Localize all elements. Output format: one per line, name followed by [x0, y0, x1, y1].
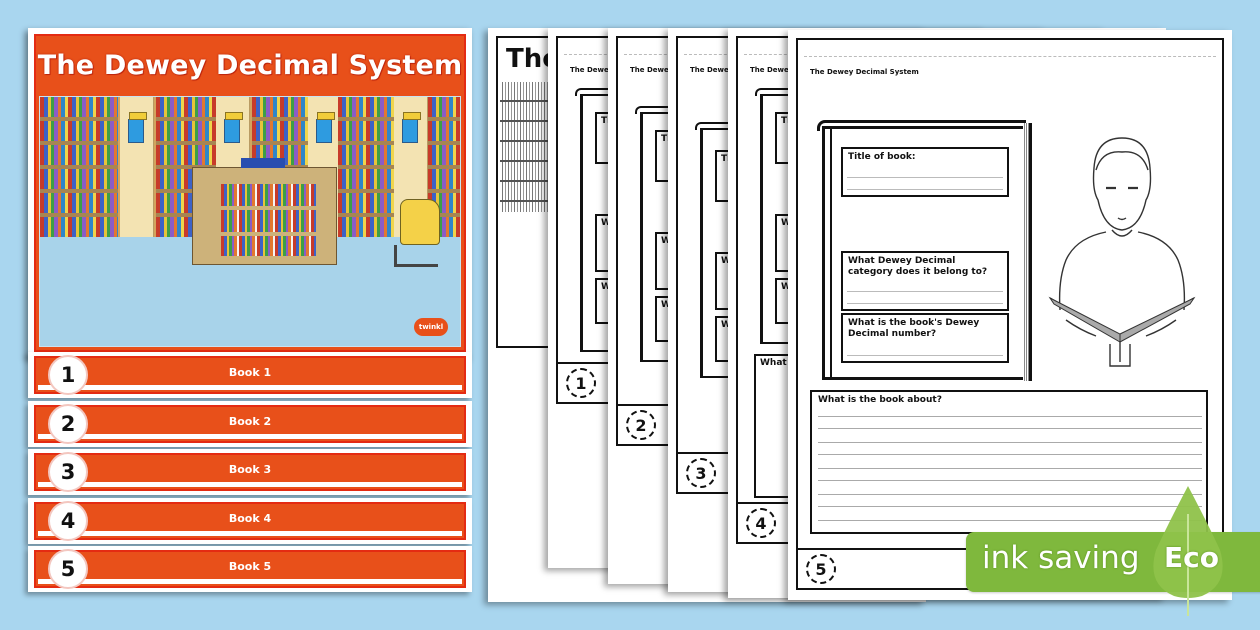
book-label: Book 3 [228, 463, 272, 476]
book-number-badge: 2 [48, 404, 88, 444]
book-about-field[interactable]: What is the book about? [810, 390, 1208, 534]
dewey-number-field[interactable]: What is the book's Dewey Decimal number? [841, 313, 1009, 363]
twinkl-logo: twinkl [414, 318, 448, 336]
book-outline: Title of book: What Dewey Decimal catego… [817, 120, 1032, 381]
book-label: Book 4 [228, 512, 272, 525]
worksheet-number: 2 [626, 410, 656, 440]
sign-icon [316, 112, 335, 143]
book-label: Book 1 [228, 366, 272, 379]
book-label: Book 5 [228, 560, 272, 573]
book-number-badge: 1 [48, 355, 88, 395]
worksheet-number: 5 [806, 554, 836, 584]
box [241, 158, 285, 168]
cover-page: The Dewey Decimal System twi [28, 28, 472, 358]
worksheet-number: 3 [686, 458, 716, 488]
cover-inner: The Dewey Decimal System twi [34, 34, 466, 352]
cover-title: The Dewey Decimal System [37, 49, 463, 81]
chair [400, 199, 440, 245]
pillar [120, 97, 154, 247]
book-number-badge: 4 [48, 501, 88, 541]
bookshelf [40, 97, 118, 237]
color-cover-stack: The Dewey Decimal System twi [28, 28, 472, 606]
book-label: Book 2 [228, 415, 272, 428]
worksheet-page-5: The Dewey Decimal System Title of book: … [788, 30, 1232, 600]
book-number-badge: 5 [48, 549, 88, 589]
ink-saving-text: ink saving [982, 540, 1140, 576]
dewey-category-field[interactable]: What Dewey Decimal category does it belo… [841, 251, 1009, 311]
book-strip: 4 Book 4 [28, 498, 472, 544]
boy-reading-illustration [1048, 137, 1196, 367]
chair-leg [394, 245, 438, 267]
library-illustration: twinkl [39, 96, 461, 347]
books [221, 184, 316, 256]
book-number-badge: 3 [48, 452, 88, 492]
book-strip: 1 Book 1 [28, 352, 472, 398]
title-of-book-field[interactable]: Title of book: [841, 147, 1009, 197]
book-strip: 2 Book 2 [28, 401, 472, 447]
book-strip: 5 Book 5 [28, 546, 472, 592]
worksheet-title: The Dewey Decimal System [810, 68, 919, 76]
bookshelf [338, 97, 394, 237]
worksheet-number: 4 [746, 508, 776, 538]
book-strip: 3 Book 3 [28, 449, 472, 495]
sign-icon [402, 112, 421, 143]
sign-icon [224, 112, 243, 143]
worksheet-number: 1 [566, 368, 596, 398]
sign-icon [128, 112, 147, 143]
eco-label: Eco [1164, 541, 1219, 574]
bookcase [192, 158, 337, 265]
leaf-icon [1153, 486, 1223, 616]
